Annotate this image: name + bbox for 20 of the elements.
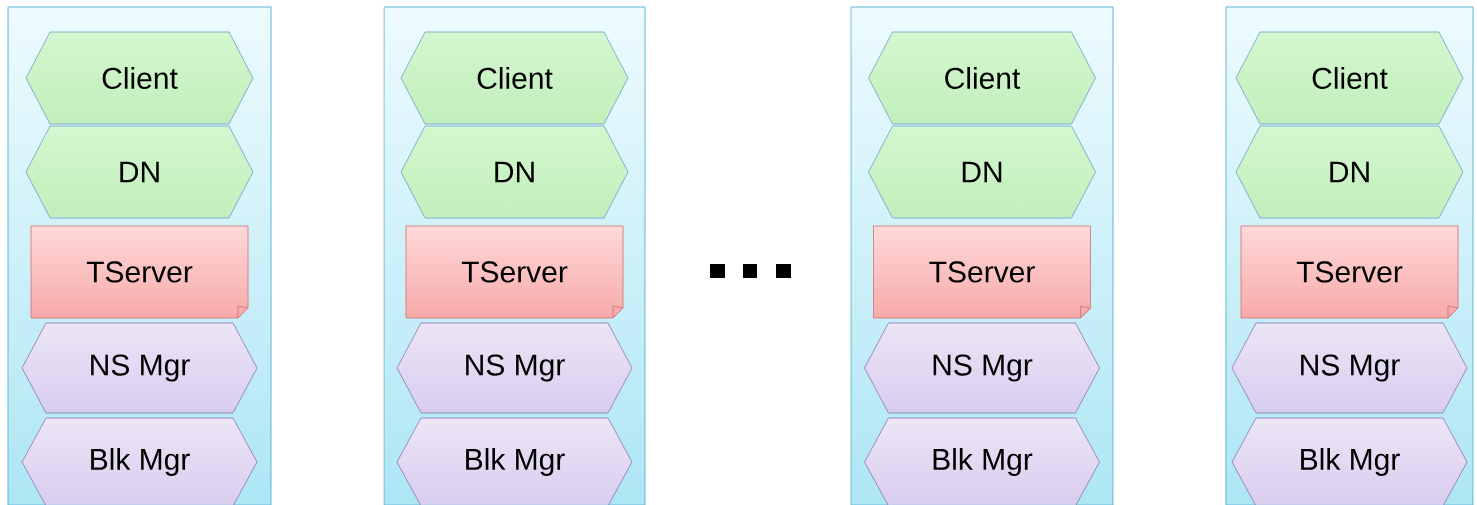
hexagon-box: DN (400, 125, 629, 219)
hexagon-box: DN (1235, 125, 1464, 219)
note-box: TServer (30, 225, 249, 319)
hexagon-box: Client (25, 31, 254, 125)
hexagon-box: Blk Mgr (21, 417, 258, 505)
hexagon-box: Blk Mgr (396, 417, 633, 505)
hexagon-box: Client (1235, 31, 1464, 125)
hexagon-box: DN (25, 125, 254, 219)
hexagon-box: DN (868, 125, 1096, 219)
hexagon-box: NS Mgr (864, 322, 1100, 414)
hexagon-box: Blk Mgr (864, 417, 1100, 505)
hexagon-box: Blk Mgr (1231, 417, 1468, 505)
hexagon-box: Client (400, 31, 629, 125)
note-box: TServer (873, 225, 1091, 319)
note-box: TServer (1240, 225, 1459, 319)
note-box: TServer (405, 225, 624, 319)
hexagon-box: Client (868, 31, 1096, 125)
hexagon-box: NS Mgr (396, 322, 633, 414)
hexagon-box: NS Mgr (1231, 322, 1468, 414)
hexagon-box: NS Mgr (21, 322, 258, 414)
